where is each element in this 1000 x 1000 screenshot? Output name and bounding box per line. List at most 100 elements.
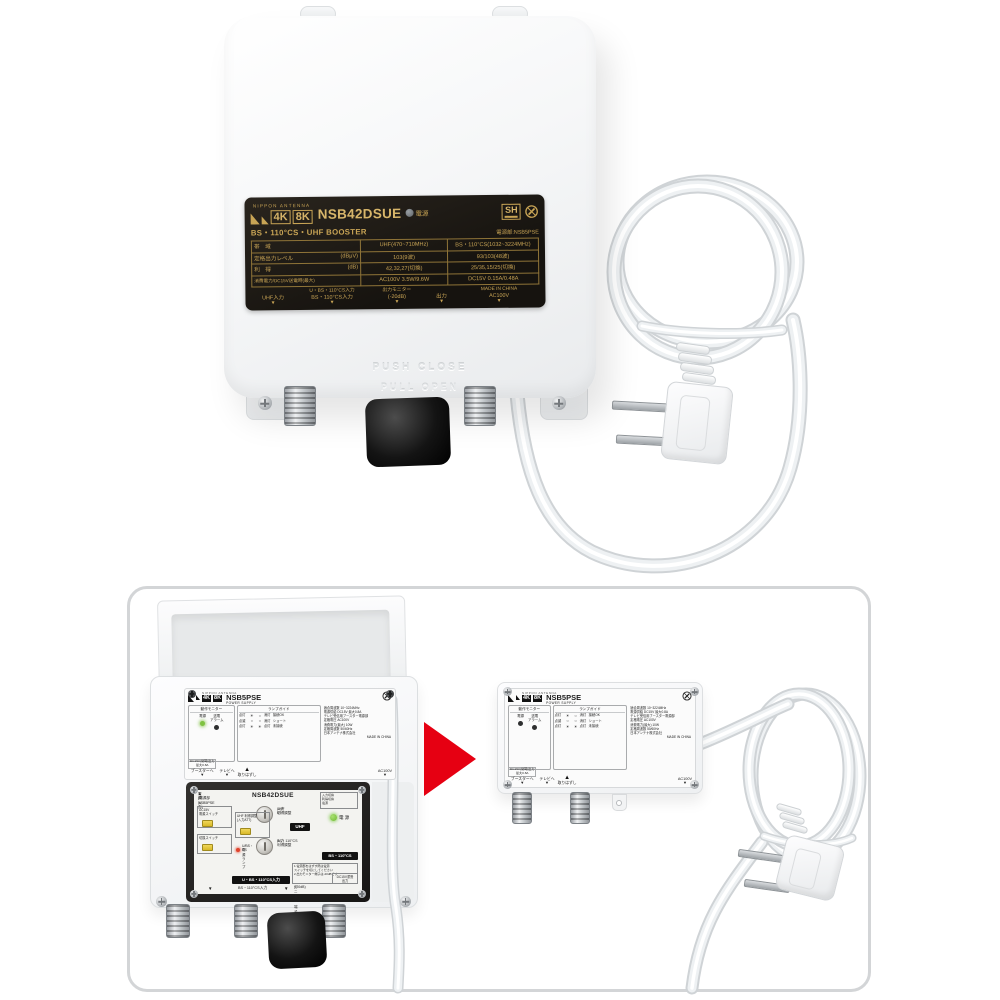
led-label: 送電	[213, 714, 221, 718]
made-in-label: MADE IN CHINA	[666, 735, 691, 740]
guide-status: ショート	[588, 718, 602, 723]
guide-l: 点灯	[238, 713, 246, 718]
lamp-icon: ☀	[258, 723, 262, 729]
f-connector	[284, 386, 316, 426]
lamp-icon: ☀	[565, 713, 570, 718]
knob-label: BS・110°CS	[277, 839, 298, 843]
no-tools-icon	[682, 691, 692, 701]
spec-line: 適合周波数 10~3224MHz	[323, 706, 360, 710]
case-screw	[503, 780, 512, 789]
port-booster-label: ブースターへ	[510, 776, 534, 781]
input2-label: BS・110°CS入力	[238, 886, 268, 890]
f-connector	[166, 904, 190, 938]
model-subtitle: POWER SUPPLY	[226, 700, 257, 705]
spec-line: テレビ受信用ブースター電源部	[323, 714, 369, 719]
power-led-label: 電 源	[339, 815, 350, 820]
switch-label: 電源スイッチ	[199, 812, 219, 816]
guide-status: 接続OK	[272, 713, 285, 718]
case-screw	[690, 780, 699, 789]
spec-line: 定格電圧 AC100V	[630, 718, 656, 723]
remove-label: 取りはずし	[237, 772, 257, 777]
led-label: 電源ランプ	[242, 848, 246, 870]
guide-r: 点灯	[579, 724, 587, 729]
down-arrow-icon: ▼	[682, 780, 687, 785]
note-line: -20dBです	[323, 871, 338, 876]
made-in-label: MADE IN CHINA	[366, 735, 391, 740]
switch-label: (入力ATT)	[237, 818, 252, 822]
remove-label: 取りはずし	[557, 780, 577, 785]
guide-l: 点灯	[554, 724, 562, 729]
port-tv-label: テレビへ	[539, 776, 555, 781]
mount-screw	[552, 396, 566, 410]
lamp-guide-box: ランプガイド 点灯☀○消灯接続OK 点滅○○消灯ショート 点灯☀☀点灯未接続	[552, 705, 628, 770]
switch-label: 利得調整	[244, 814, 258, 818]
f-connector	[512, 792, 532, 824]
mount-screw	[258, 396, 272, 410]
input-badge: U・BS・110°CS入力	[232, 876, 290, 884]
note-line: スイッチを切にしてください	[294, 867, 333, 872]
guide-status: 未接続	[588, 724, 599, 729]
guide-r: 消灯	[263, 713, 271, 718]
monitor-title: 動作モニター	[190, 707, 233, 713]
spec-line: 電源供給 DC15V 最大0.8A	[630, 710, 669, 715]
guide-l: 点灯	[238, 724, 246, 729]
switch-label: 切換スイッチ	[199, 836, 219, 840]
knob-label: 利得調整	[277, 843, 292, 848]
lamp-icon: ☀	[250, 723, 254, 729]
logo-triangle-icon	[516, 695, 520, 700]
spec-line: テレビ受信用ブースター電源部	[630, 714, 675, 719]
legend-line: 利得切換	[322, 796, 335, 801]
down-arrow-icon: ▼	[284, 886, 289, 891]
mount-screw	[156, 896, 167, 907]
case-emboss-pull-open: PULL OPEN	[380, 382, 460, 392]
up-arrow-icon: ▲	[244, 766, 251, 773]
select-switch-box: 切換スイッチ	[197, 834, 232, 854]
down-arrow-icon: ▼	[208, 886, 213, 891]
tab-hole	[616, 800, 622, 806]
lamp-guide-title: ランプガイド	[238, 707, 319, 713]
spec-line: 消費電力(最大) 10W	[323, 722, 353, 727]
att-switch	[240, 828, 251, 835]
att-switch-box: UHF 利得調整(入力ATT)	[235, 812, 270, 838]
red-arrow-icon	[424, 722, 476, 796]
port-booster-label: ブースターへ	[190, 768, 214, 773]
led-label: 電源	[199, 714, 207, 718]
label-screw	[188, 690, 196, 698]
frame-screw	[358, 890, 366, 898]
lamp-icon: ○	[258, 713, 262, 718]
knob-label: 入力	[277, 839, 285, 843]
red-led-icon	[236, 848, 240, 852]
f-connector	[234, 904, 258, 938]
alarm-led-icon	[214, 724, 220, 730]
power-led-icon	[518, 720, 524, 726]
lamp-icon: ○	[574, 718, 577, 724]
case-screw	[503, 687, 512, 696]
power-led-icon	[330, 814, 337, 821]
logo-8k: 8K	[533, 695, 543, 702]
knob-label: 利得調整	[277, 811, 292, 816]
booster-unit-label: NSB42DSUE ▲ 電源入力(電源部NSB5PSEへ) 入力切換 利得切換 …	[194, 790, 362, 914]
lamp-icon: ☀	[250, 713, 254, 718]
led-label: 電源	[517, 714, 524, 718]
knob-label: 入力	[277, 807, 285, 811]
psu-spec-text: 適合周波数 10~3224MHz 電源供給 DC15V 最大0.8A テレビ受信…	[629, 705, 692, 770]
dc-output-max: 最大0.8A	[195, 763, 209, 768]
logo-4k: 4K	[202, 695, 212, 702]
psu-spec-text: 適合周波数 10~3224MHz 電源供給 DC15V 最大0.8A テレビ受信…	[323, 705, 392, 762]
logo-4k: 4K	[522, 695, 532, 702]
maker-line: 日本アンテナ株式会社	[323, 730, 356, 735]
brand-name: NIPPON ANTENNA	[202, 691, 237, 695]
guide-status: 接続OK	[588, 713, 600, 718]
frame-screw	[190, 786, 198, 794]
alarm-led-icon	[532, 724, 538, 730]
case-screw	[690, 687, 699, 696]
up-arrow-icon: ▲	[564, 774, 571, 781]
lamp-guide-title: ランプガイド	[554, 707, 626, 713]
guide-status: 未接続	[272, 724, 283, 729]
lamp-icon: ○	[574, 713, 577, 718]
mount-screw	[400, 896, 411, 907]
